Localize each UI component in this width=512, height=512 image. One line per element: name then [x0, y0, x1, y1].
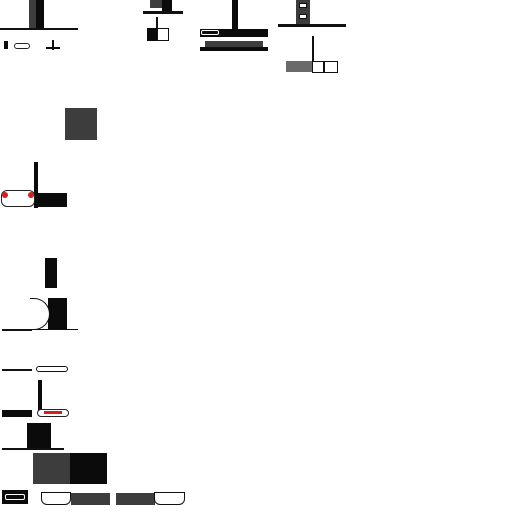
slab — [45, 258, 57, 288]
pillar-top-left — [36, 0, 44, 28]
car-light-left — [2, 192, 8, 198]
tower-base-block — [147, 28, 157, 41]
base-right-panel-1 — [312, 61, 324, 73]
arc-ledge-right — [34, 329, 78, 330]
machine-lower-bar — [200, 47, 268, 51]
base-right-panel-2 — [324, 61, 338, 73]
cross-marker-base-icon — [46, 47, 60, 49]
machine-bottom-dials — [5, 494, 25, 500]
bottom-gray-left — [71, 493, 110, 505]
ledge-top-right — [278, 24, 346, 27]
bottom-capsule-right — [154, 492, 185, 505]
capsule-ledge — [2, 369, 32, 371]
car-block — [38, 193, 67, 207]
car-2-stripe — [44, 411, 62, 414]
bottom-gray-right — [116, 493, 155, 505]
tower-top-shadow — [150, 0, 162, 8]
tower-pole — [156, 17, 158, 29]
gray-block — [33, 453, 71, 484]
tower-base-panel — [157, 28, 169, 41]
pole-car — [34, 162, 38, 208]
black-square — [27, 423, 51, 449]
red-car-icon — [1, 190, 35, 207]
machine-lower-panel — [205, 41, 263, 48]
mast-right — [232, 0, 238, 30]
arc-block — [48, 298, 67, 330]
cross-marker-icon — [52, 40, 54, 50]
cabinet-slot-1 — [299, 3, 307, 8]
base-right — [286, 61, 312, 72]
cabinet-slot-2 — [299, 14, 307, 19]
arc-shape — [30, 298, 50, 330]
ledge-car-2 — [2, 410, 32, 417]
tower-top — [162, 0, 172, 11]
arc-ledge — [2, 329, 32, 331]
ledge-top-left — [0, 28, 78, 30]
machine-dials-icon — [201, 30, 219, 35]
goggles-icon — [14, 43, 30, 49]
pole-right — [312, 36, 314, 62]
black-square-ledge — [2, 448, 64, 450]
pole-car-2 — [38, 380, 42, 412]
tower-ledge — [143, 11, 183, 14]
capsule-icon — [36, 366, 68, 372]
small-block-icon — [4, 41, 8, 49]
car-light-right — [28, 192, 34, 198]
bottom-capsule-left — [41, 492, 71, 505]
machine-bottom-icon — [2, 490, 28, 504]
black-block — [70, 453, 107, 484]
dark-square — [65, 108, 97, 140]
machine-bar — [200, 29, 268, 37]
